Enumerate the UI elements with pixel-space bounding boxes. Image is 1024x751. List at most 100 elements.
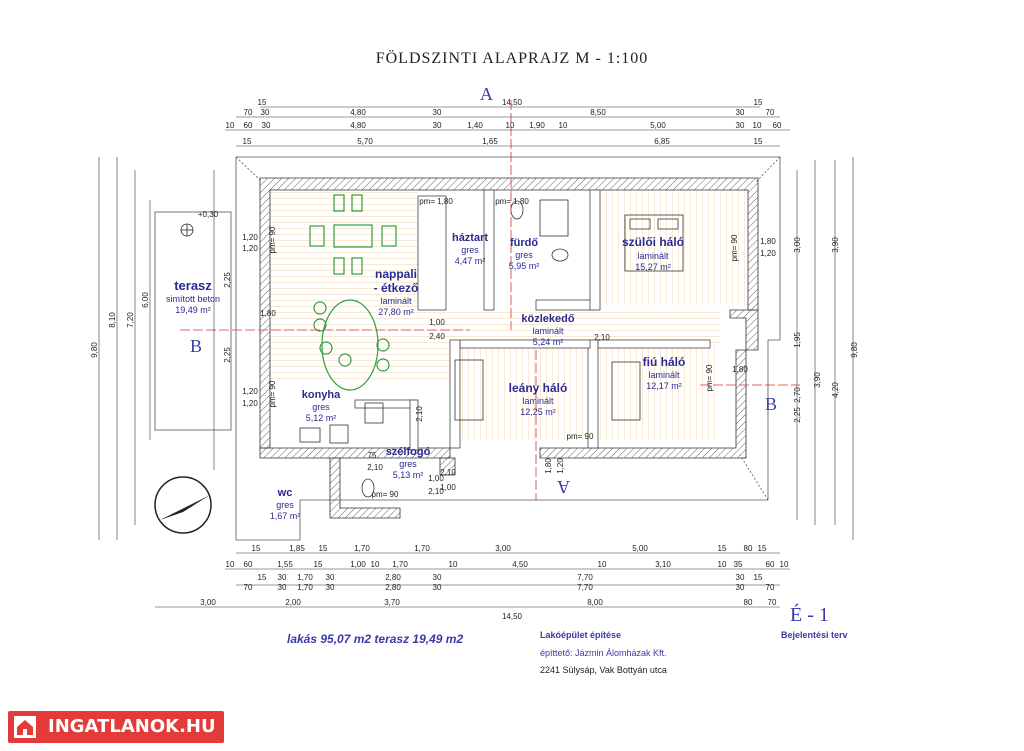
north-arrow-icon — [154, 476, 212, 534]
svg-text:14,50: 14,50 — [502, 98, 523, 107]
logo-text: INGATLANOK.HU — [48, 716, 216, 737]
svg-text:1,80: 1,80 — [732, 365, 748, 374]
svg-text:14,50: 14,50 — [502, 612, 523, 621]
floor-finishes — [270, 190, 745, 440]
svg-text:4,50: 4,50 — [512, 560, 528, 569]
svg-text:10: 10 — [559, 121, 568, 130]
svg-text:5,24 m²: 5,24 m² — [533, 337, 564, 347]
svg-text:3,00: 3,00 — [793, 237, 802, 253]
svg-text:30: 30 — [433, 121, 442, 130]
svg-text:5,00: 5,00 — [650, 121, 666, 130]
section-marks: A A B B — [190, 84, 777, 497]
svg-text:1,20: 1,20 — [242, 399, 258, 408]
room-kozlekedo: közlekedő laminált 5,24 m² — [521, 313, 574, 347]
svg-text:10: 10 — [226, 560, 235, 569]
svg-text:pm= 1,80: pm= 1,80 — [419, 197, 453, 206]
svg-text:15: 15 — [252, 544, 261, 553]
svg-text:30: 30 — [262, 121, 271, 130]
room-wc: wc gres 1,67 m² — [270, 487, 301, 521]
svg-text:60: 60 — [766, 560, 775, 569]
svg-text:1,80: 1,80 — [760, 237, 776, 246]
svg-text:simított beton: simított beton — [166, 294, 220, 304]
svg-text:9,80: 9,80 — [90, 342, 99, 358]
svg-text:7,20: 7,20 — [126, 312, 135, 328]
svg-text:1,80: 1,80 — [544, 458, 553, 474]
svg-text:9,80: 9,80 — [850, 342, 859, 358]
svg-text:fürdő: fürdő — [510, 237, 538, 249]
svg-text:30: 30 — [736, 121, 745, 130]
svg-text:laminált: laminált — [637, 251, 669, 261]
project-name: Lakóépület építése — [540, 630, 622, 640]
svg-text:30: 30 — [736, 573, 745, 582]
svg-text:7,70: 7,70 — [577, 573, 593, 582]
svg-text:1,40: 1,40 — [467, 121, 483, 130]
svg-text:70: 70 — [244, 108, 253, 117]
svg-text:2,80: 2,80 — [385, 583, 401, 592]
svg-text:30: 30 — [736, 108, 745, 117]
section-mark-a-bottom: A — [557, 477, 570, 497]
svg-text:12,25 m²: 12,25 m² — [520, 407, 556, 417]
room-konyha: konyha gres 5,12 m² — [302, 389, 341, 423]
svg-text:15: 15 — [758, 544, 767, 553]
terrace — [154, 211, 232, 431]
drawing-title: FÖLDSZINTI ALAPRAJZ M - 1:100 — [375, 50, 649, 67]
svg-text:10: 10 — [718, 560, 727, 569]
svg-text:15: 15 — [258, 98, 267, 107]
svg-text:6,85: 6,85 — [654, 137, 670, 146]
svg-text:gres: gres — [276, 500, 294, 510]
room-labels: terasz simított beton 19,49 m² nappali -… — [166, 232, 685, 521]
svg-text:4,80: 4,80 — [350, 108, 366, 117]
svg-text:10: 10 — [506, 121, 515, 130]
svg-text:2,80: 2,80 — [385, 573, 401, 582]
svg-text:1,70: 1,70 — [414, 544, 430, 553]
svg-text:1,20: 1,20 — [242, 387, 258, 396]
svg-text:10: 10 — [371, 560, 380, 569]
room-terasz: terasz simított beton 19,49 m² — [166, 278, 220, 315]
exterior-walls — [259, 177, 759, 519]
svg-text:nappali: nappali — [375, 267, 417, 281]
svg-text:laminált: laminált — [532, 326, 564, 336]
svg-text:1,80: 1,80 — [260, 309, 276, 318]
svg-text:10: 10 — [226, 121, 235, 130]
svg-text:6,00: 6,00 — [141, 292, 150, 308]
svg-text:1,00: 1,00 — [350, 560, 366, 569]
svg-text:2,25: 2,25 — [223, 347, 232, 363]
svg-text:60: 60 — [244, 121, 253, 130]
svg-text:30: 30 — [261, 108, 270, 117]
svg-text:1,20: 1,20 — [760, 249, 776, 258]
svg-text:laminált: laminált — [648, 370, 680, 380]
svg-text:30: 30 — [278, 573, 287, 582]
svg-text:1,55: 1,55 — [277, 560, 293, 569]
svg-text:1,20: 1,20 — [242, 244, 258, 253]
svg-text:19,49 m²: 19,49 m² — [175, 305, 211, 315]
svg-text:15: 15 — [754, 137, 763, 146]
svg-text:pm= 90: pm= 90 — [730, 234, 739, 261]
svg-text:30: 30 — [278, 583, 287, 592]
svg-text:5,13 m²: 5,13 m² — [393, 470, 424, 480]
svg-text:15: 15 — [258, 573, 267, 582]
section-mark-b-right: B — [765, 394, 777, 414]
svg-text:gres: gres — [461, 245, 479, 255]
svg-text:3,00: 3,00 — [495, 544, 511, 553]
svg-text:1,20: 1,20 — [556, 458, 565, 474]
svg-text:pm= 90: pm= 90 — [268, 226, 277, 253]
svg-text:laminált: laminált — [522, 396, 554, 406]
roof-outline — [235, 156, 781, 541]
svg-text:pm= 90: pm= 90 — [567, 432, 594, 441]
section-mark-b-left: B — [190, 336, 202, 356]
svg-text:1,70: 1,70 — [354, 544, 370, 553]
room-szuloi-halo: szülői háló laminált 15,27 m² — [622, 235, 684, 272]
room-szelfogo: szélfogó gres 5,13 m² — [386, 446, 431, 480]
svg-text:pm= 90: pm= 90 — [372, 490, 399, 499]
svg-text:70: 70 — [244, 583, 253, 592]
svg-text:7,70: 7,70 — [577, 583, 593, 592]
dimension-texts: 15 14,50 15 70 30 4,80 30 8,50 30 70 10 … — [90, 98, 859, 621]
svg-text:4,47 m²: 4,47 m² — [455, 256, 486, 266]
svg-text:3,10: 3,10 — [655, 560, 671, 569]
svg-text:pm= 1,80: pm= 1,80 — [495, 197, 529, 206]
svg-text:2,00: 2,00 — [285, 598, 301, 607]
svg-text:szülői háló: szülői háló — [622, 235, 684, 249]
svg-text:15: 15 — [754, 573, 763, 582]
svg-text:1,00: 1,00 — [429, 318, 445, 327]
site-logo[interactable]: INGATLANOK.HU — [8, 711, 224, 743]
